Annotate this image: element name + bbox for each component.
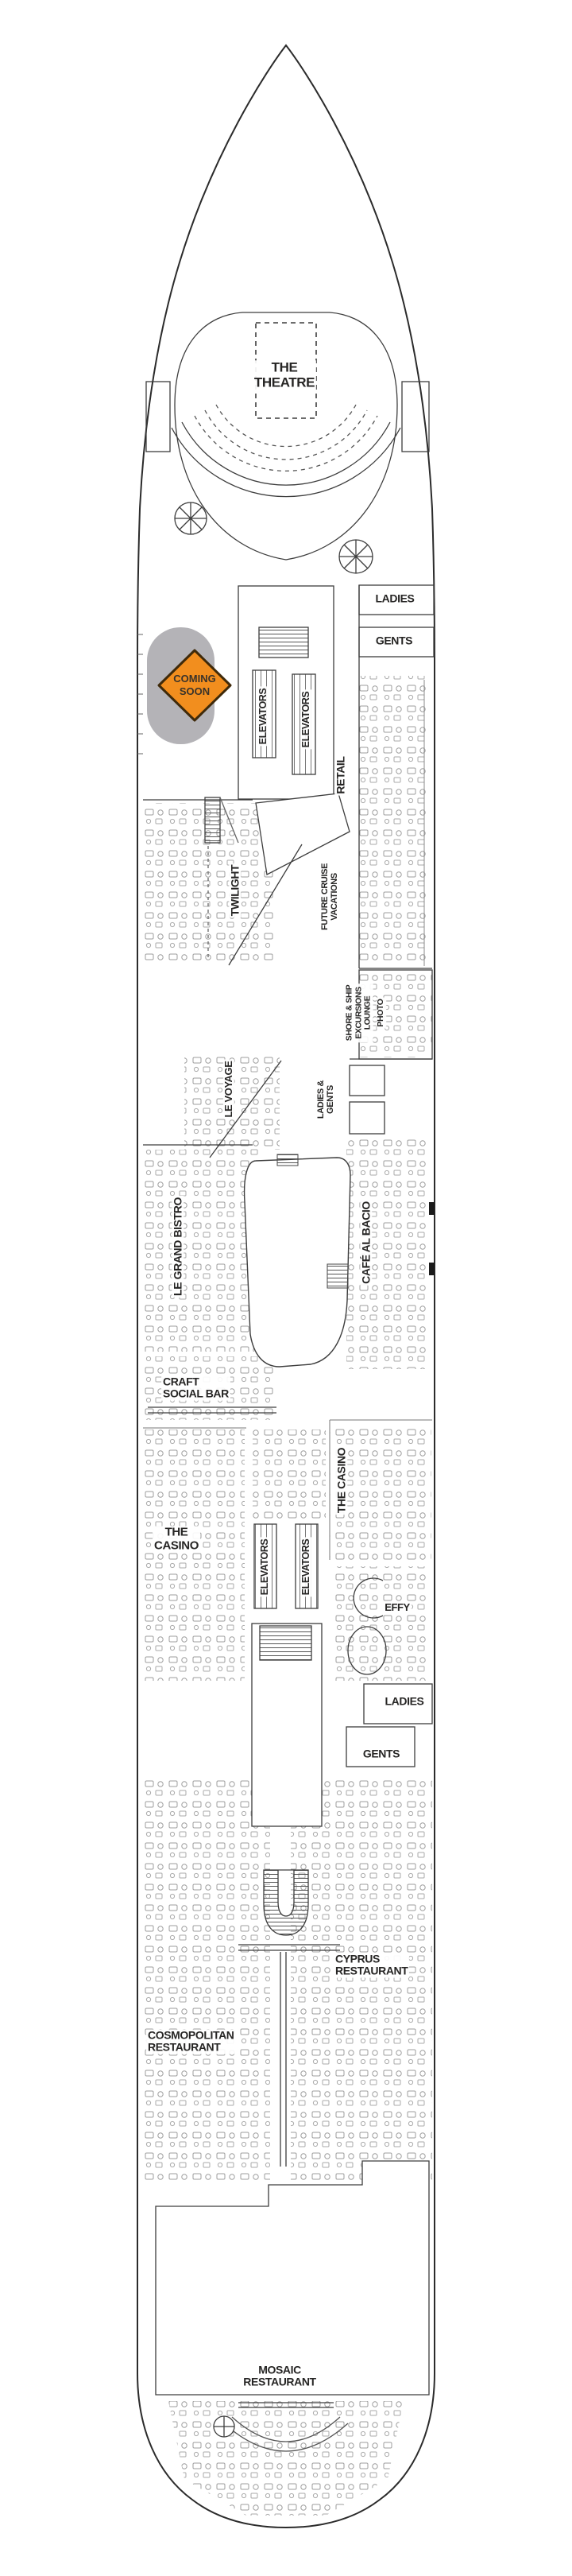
midship-stairs — [204, 797, 221, 844]
aft-stairs — [259, 1625, 312, 1661]
label-future-cruise-vacations: FUTURE CRUISE VACATIONS — [319, 861, 340, 933]
coming-soon-area — [147, 627, 232, 744]
label-le-grand-bistro: LE GRAND BISTRO — [171, 1196, 184, 1298]
hull-details — [137, 634, 435, 1275]
future-cruise-room — [255, 793, 350, 875]
furniture-areas — [141, 676, 432, 2516]
label-cyprus-restaurant: CYPRUS RESTAURANT — [334, 1952, 410, 1978]
label-elevators-aft-left: ELEVATORS — [259, 1537, 271, 1597]
label-ladies-aft: LADIES — [383, 1694, 426, 1708]
label-craft-social-bar: CRAFT SOCIAL BAR — [161, 1375, 230, 1401]
grand-staircase — [263, 1869, 309, 1936]
label-coming-soon: COMING SOON — [173, 672, 216, 697]
spiral-stair-stern — [213, 2415, 235, 2438]
label-ladies-gents-mid: LADIES & GENTS — [315, 1078, 336, 1121]
label-mosaic-restaurant: MOSAIC RESTAURANT — [242, 2363, 318, 2389]
label-theatre: THE THEATRE — [252, 359, 317, 390]
spiral-stair-starboard — [338, 539, 373, 574]
label-elevators-aft-right: ELEVATORS — [300, 1537, 312, 1597]
label-twilight: TWILIGHT — [228, 863, 242, 918]
coming-soon-diamond — [157, 649, 232, 722]
label-elevators-forward-right: ELEVATORS — [300, 689, 312, 750]
label-retail: RETAIL — [334, 755, 347, 796]
label-gents-forward: GENTS — [373, 634, 415, 647]
forward-block — [238, 584, 435, 969]
aft-lobby — [238, 1623, 340, 2167]
label-effy: EFFY — [383, 1600, 412, 1614]
gents-mid-room — [349, 1101, 385, 1135]
effy-display — [347, 1626, 387, 1675]
label-elevators-forward-left: ELEVATORS — [257, 686, 269, 747]
effy-counter — [353, 1577, 384, 1619]
atrium — [143, 1144, 351, 1368]
theatre-area — [145, 312, 430, 574]
label-shore-ship-excursions-lounge: SHORE & SHIP EXCURSIONS LOUNGE — [344, 983, 373, 1043]
atrium-stairs — [327, 1263, 349, 1289]
label-photo: PHOTO — [376, 997, 386, 1029]
label-gents-aft: GENTS — [361, 1747, 402, 1760]
ladies-mid-room — [349, 1065, 385, 1096]
spiral-stair-port — [174, 502, 207, 535]
stern-section — [155, 2160, 430, 2452]
label-cafe-al-bacio: CAFÉ AL BACIO — [359, 1200, 373, 1286]
forward-stairs — [258, 627, 309, 658]
label-le-voyage: LE VOYAGE — [222, 1059, 235, 1119]
label-cosmopolitan-restaurant: COSMOPOLITAN RESTAURANT — [146, 2028, 236, 2054]
label-the-casino-right: THE CASINO — [334, 1445, 348, 1515]
label-the-casino-left: THE CASINO — [153, 1525, 200, 1553]
label-ladies-forward: LADIES — [373, 592, 416, 605]
galley-block — [155, 2160, 430, 2396]
